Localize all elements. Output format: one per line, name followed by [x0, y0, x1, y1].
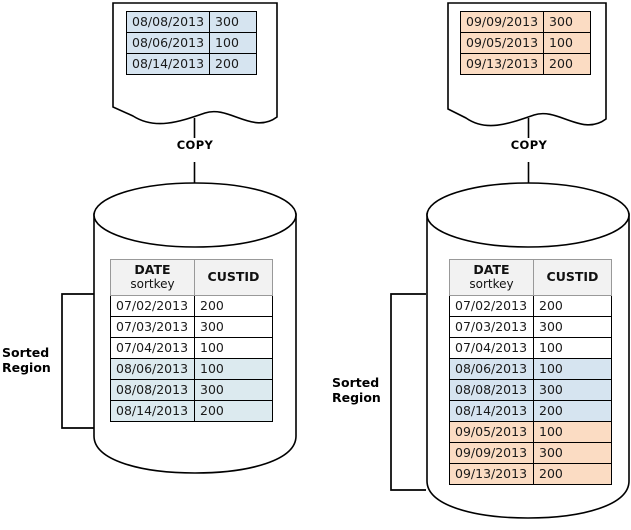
right-copy-connector [527, 118, 530, 188]
cell-date: 07/03/2013 [449, 316, 534, 338]
left-sorted-region-bracket [60, 292, 96, 430]
header-date-sub: sortkey [469, 277, 514, 291]
cell-date: 09/09/2013 [449, 442, 534, 464]
table-row: 08/14/2013 200 [125, 53, 258, 75]
table-row: 07/04/2013 100 [449, 337, 612, 359]
cell-custid: 100 [209, 32, 258, 54]
table-row: 08/06/2013 100 [110, 358, 273, 380]
table-row: 07/03/2013 300 [449, 316, 612, 338]
table-row: 07/03/2013 300 [110, 316, 273, 338]
table-row: 09/05/2013 100 [449, 421, 612, 443]
cell-custid: 100 [194, 337, 273, 359]
table-header-row: DATE sortkey CUSTID [110, 259, 273, 296]
right-sorted-region-label: Sorted Region [332, 375, 388, 405]
cell-custid: 100 [533, 421, 612, 443]
sorted-region-line1: Sorted [2, 345, 50, 360]
left-document-rows: 08/08/2013 300 08/06/2013 100 08/14/2013… [125, 11, 258, 75]
right-table-header: DATE sortkey CUSTID [449, 259, 612, 296]
cell-custid: 200 [533, 463, 612, 485]
sorted-region-line2: Region [2, 360, 51, 375]
cell-custid: 100 [533, 358, 612, 380]
left-sorted-region-label: Sorted Region [2, 345, 58, 375]
left-table-body: 07/02/2013 200 07/03/2013 300 07/04/2013… [110, 295, 273, 422]
cell-custid: 300 [533, 316, 612, 338]
cell-date: 09/05/2013 [459, 32, 545, 54]
left-database-table: DATE sortkey CUSTID 07/02/2013 200 07/03… [110, 259, 273, 422]
cell-date: 09/13/2013 [449, 463, 534, 485]
cell-date: 07/04/2013 [110, 337, 195, 359]
cell-date: 08/08/2013 [125, 11, 211, 33]
cell-date: 08/06/2013 [110, 358, 195, 380]
cell-custid: 300 [194, 379, 273, 401]
table-row: 07/02/2013 200 [110, 295, 273, 317]
cell-custid: 200 [194, 295, 273, 317]
table-row: 08/06/2013 100 [449, 358, 612, 380]
cell-custid: 300 [533, 379, 612, 401]
header-custid-main: CUSTID [207, 269, 260, 284]
table-row: 09/05/2013 100 [459, 32, 592, 54]
column-header-custid: CUSTID [194, 259, 273, 296]
column-header-date: DATE sortkey [449, 259, 534, 296]
table-row: 09/09/2013 300 [459, 11, 592, 33]
cell-date: 08/14/2013 [110, 400, 195, 422]
cell-custid: 200 [209, 53, 258, 75]
table-row: 08/08/2013 300 [110, 379, 273, 401]
cell-custid: 200 [543, 53, 592, 75]
sorted-region-line2: Region [332, 390, 381, 405]
table-row: 08/06/2013 100 [125, 32, 258, 54]
column-header-date: DATE sortkey [110, 259, 195, 296]
header-custid-main: CUSTID [546, 269, 599, 284]
cell-date: 07/04/2013 [449, 337, 534, 359]
header-date-main: DATE [473, 262, 510, 277]
left-document-table: 08/08/2013 300 08/06/2013 100 08/14/2013… [125, 11, 258, 75]
cell-custid: 200 [533, 295, 612, 317]
right-copy-label: COPY [502, 138, 556, 152]
cell-custid: 100 [194, 358, 273, 380]
cell-custid: 300 [209, 11, 258, 33]
column-header-custid: CUSTID [533, 259, 612, 296]
cell-custid: 200 [194, 400, 273, 422]
cell-date: 08/06/2013 [125, 32, 211, 54]
cell-date: 08/06/2013 [449, 358, 534, 380]
cell-date: 08/14/2013 [449, 400, 534, 422]
cell-date: 08/08/2013 [449, 379, 534, 401]
cell-custid: 100 [543, 32, 592, 54]
header-date-main: DATE [134, 262, 171, 277]
cell-date: 09/13/2013 [459, 53, 545, 75]
table-row: 08/08/2013 300 [449, 379, 612, 401]
header-date-sub: sortkey [130, 277, 175, 291]
table-row: 07/04/2013 100 [110, 337, 273, 359]
cell-date: 08/08/2013 [110, 379, 195, 401]
right-document-table: 09/09/2013 300 09/05/2013 100 09/13/2013… [459, 11, 592, 75]
cell-date: 09/05/2013 [449, 421, 534, 443]
table-row: 08/08/2013 300 [125, 11, 258, 33]
left-table-header: DATE sortkey CUSTID [110, 259, 273, 296]
cell-date: 09/09/2013 [459, 11, 545, 33]
cell-custid: 100 [533, 337, 612, 359]
table-row: 09/13/2013 200 [459, 53, 592, 75]
table-row: 08/14/2013 200 [110, 400, 273, 422]
table-row: 09/13/2013 200 [449, 463, 612, 485]
table-row: 07/02/2013 200 [449, 295, 612, 317]
left-copy-connector [193, 118, 196, 188]
sorted-region-line1: Sorted [332, 375, 380, 390]
left-copy-label: COPY [168, 138, 222, 152]
right-table-body: 07/02/2013 200 07/03/2013 300 07/04/2013… [449, 295, 612, 485]
cell-date: 07/03/2013 [110, 316, 195, 338]
table-header-row: DATE sortkey CUSTID [449, 259, 612, 296]
cell-date: 08/14/2013 [125, 53, 211, 75]
cell-custid: 300 [543, 11, 592, 33]
cell-custid: 200 [533, 400, 612, 422]
right-database-table: DATE sortkey CUSTID 07/02/2013 200 07/03… [449, 259, 612, 485]
cell-date: 07/02/2013 [110, 295, 195, 317]
cell-custid: 300 [533, 442, 612, 464]
table-row: 09/09/2013 300 [449, 442, 612, 464]
right-document-rows: 09/09/2013 300 09/05/2013 100 09/13/2013… [459, 11, 592, 75]
cell-custid: 300 [194, 316, 273, 338]
table-row: 08/14/2013 200 [449, 400, 612, 422]
right-sorted-region-bracket [389, 292, 428, 492]
cell-date: 07/02/2013 [449, 295, 534, 317]
